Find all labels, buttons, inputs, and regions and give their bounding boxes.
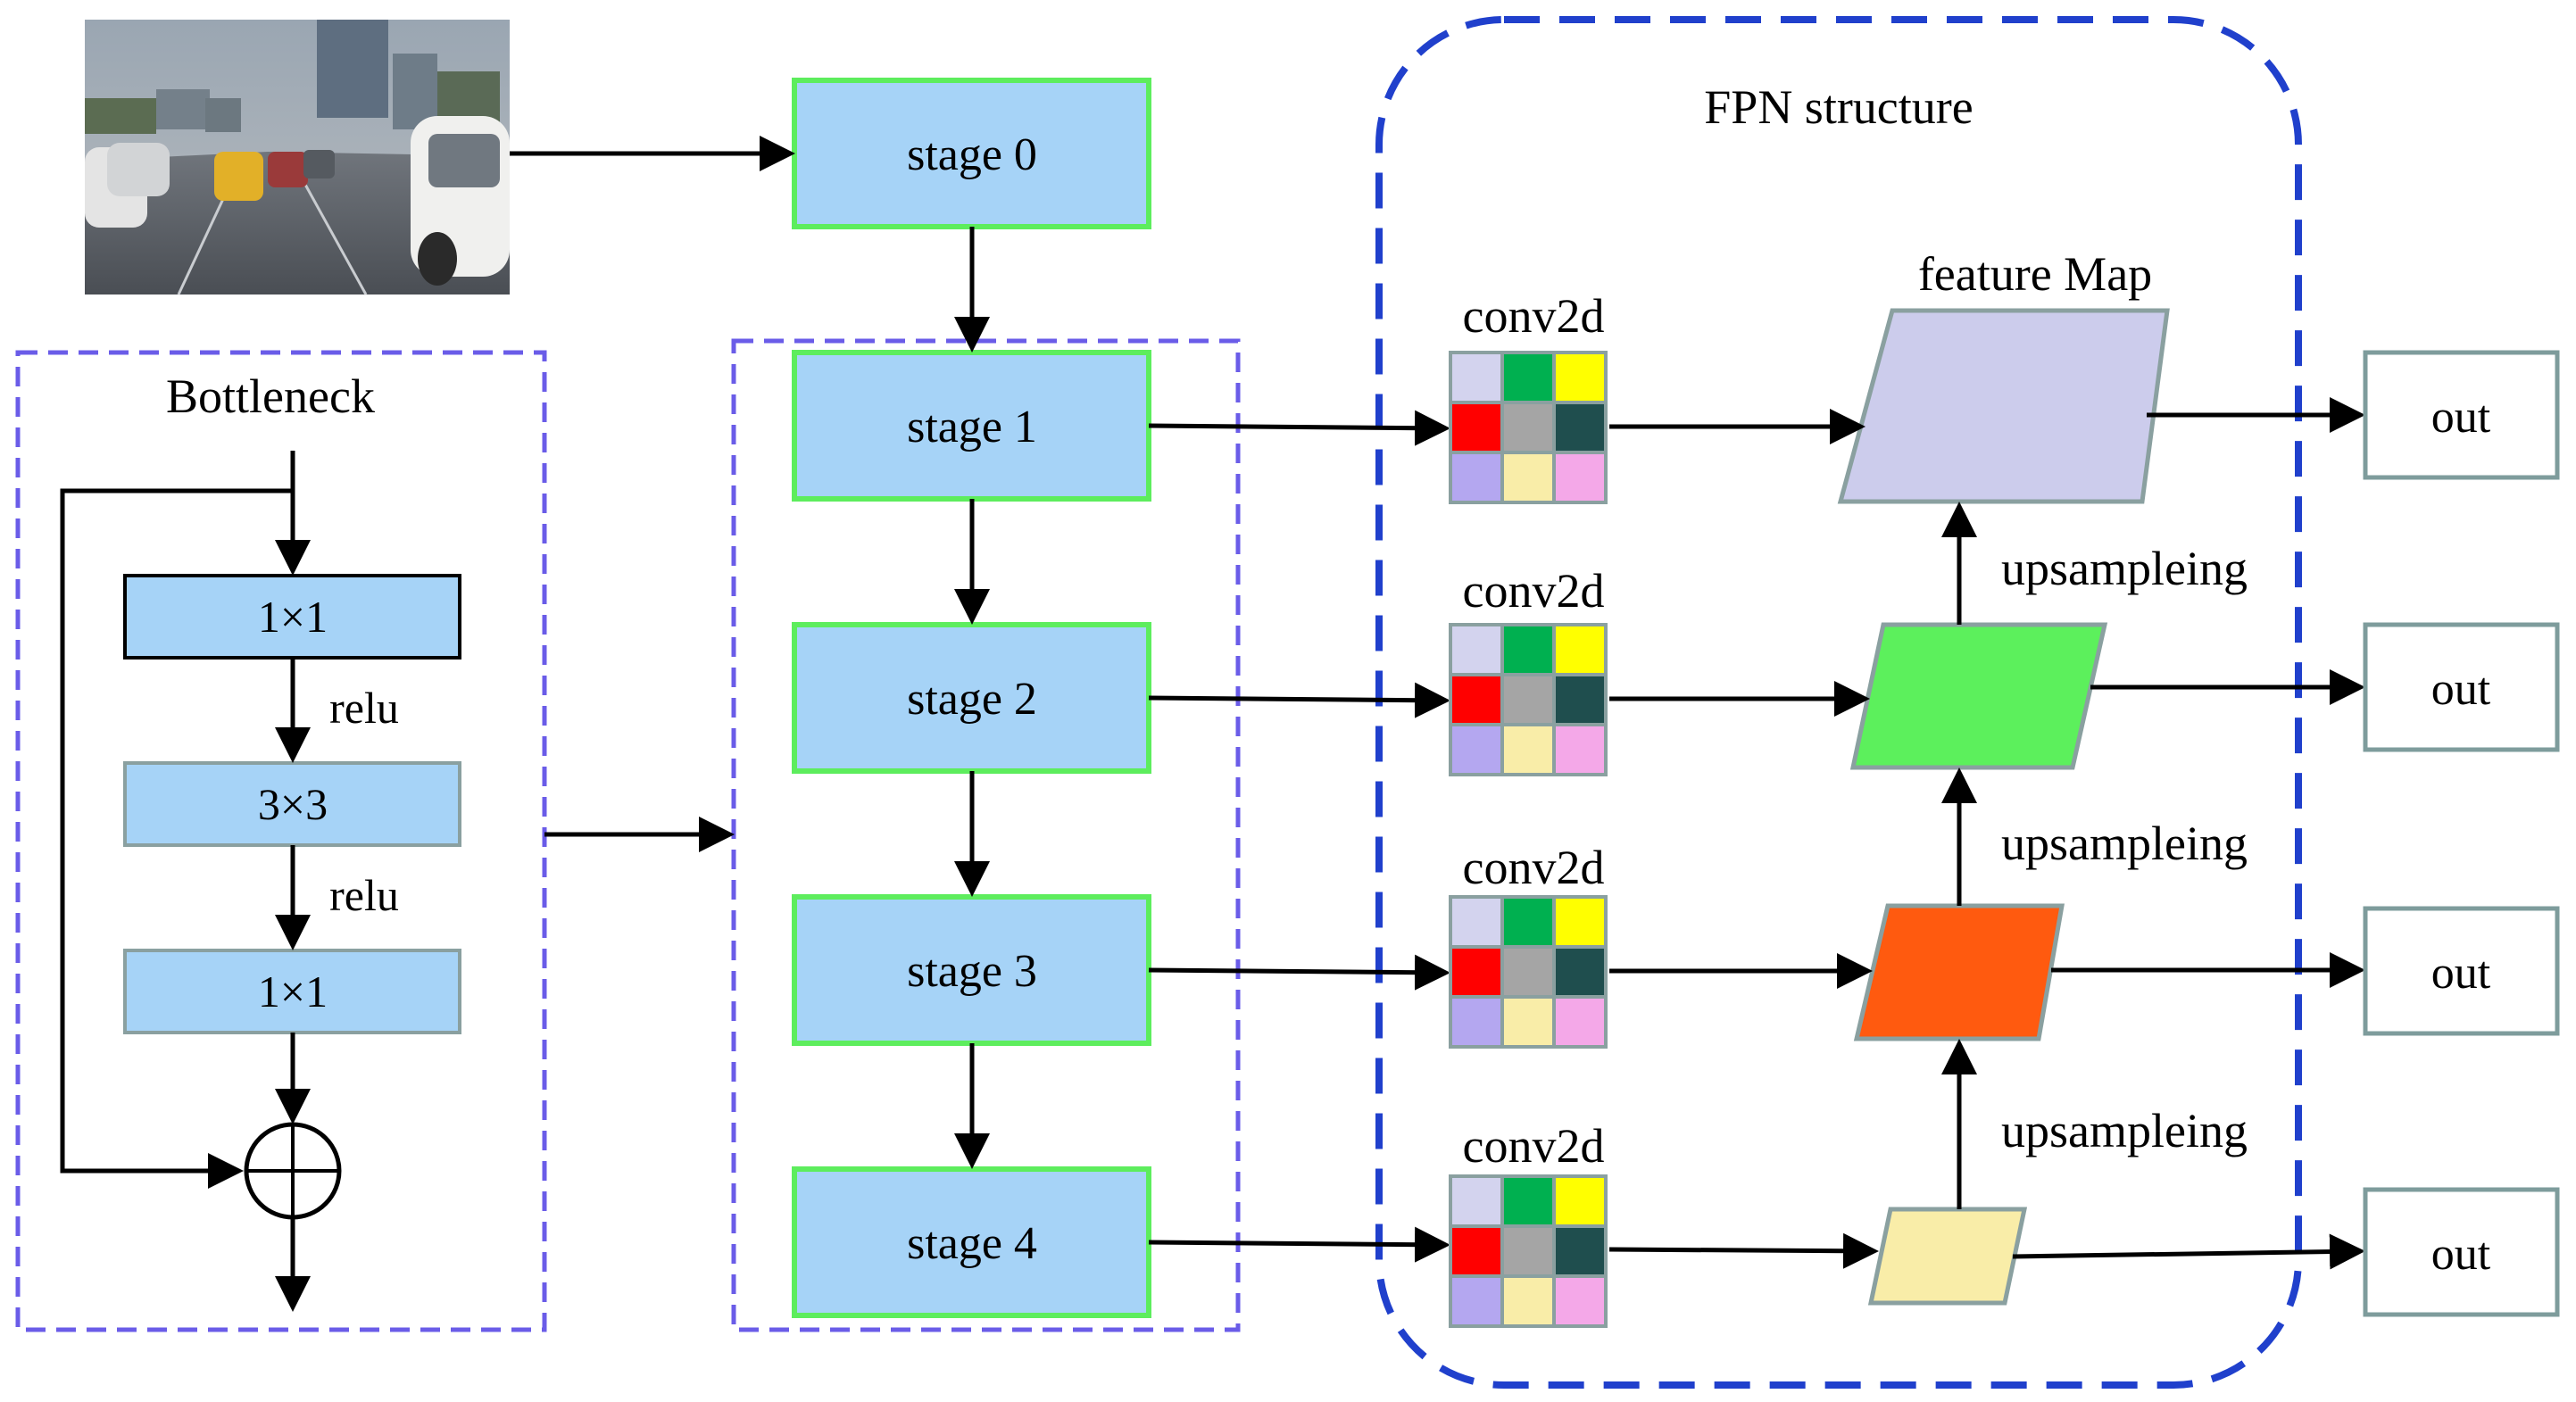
kernel-cell: [1500, 1274, 1556, 1328]
stage-1-box: stage 1: [792, 350, 1151, 502]
stage4-to-conv-arrow: [1148, 1226, 1450, 1263]
kernel-cell: [1449, 945, 1504, 999]
stage-3-label: stage 3: [907, 946, 1037, 997]
kernel-cell: [1449, 895, 1504, 949]
kernel-cell: [1449, 1174, 1504, 1228]
kernel-cell: [1552, 895, 1608, 949]
conv-to-feature-arrow-4: [1608, 1232, 1879, 1269]
kernel-cell: [1552, 673, 1608, 726]
conv2d-label: conv2d: [1463, 841, 1605, 894]
bottleneck-container: [15, 350, 547, 1332]
stage-0-label: stage 0: [907, 129, 1037, 180]
conv2d-kernel-grid: [1449, 895, 1608, 1049]
kernel-cell: [1552, 351, 1608, 404]
kernel-cell: [1449, 623, 1504, 676]
feature-map-level-4: [1867, 1207, 2028, 1306]
kernel-cell: [1449, 1274, 1504, 1328]
kernel-cell: [1449, 451, 1504, 504]
conv2d-label: conv2d: [1463, 1119, 1605, 1173]
kernel-cell: [1449, 995, 1504, 1049]
bottleneck-block-3x3: 3×3: [123, 761, 461, 847]
relu-label-1: relu: [329, 683, 399, 733]
conv2d-label: conv2d: [1463, 289, 1605, 343]
feature-map-level-2: [1849, 622, 2108, 770]
kernel-cell: [1552, 723, 1608, 776]
road-scene-photo: [85, 20, 510, 295]
bottleneck-block-label: 1×1: [258, 966, 328, 1016]
stage-2-label: stage 2: [907, 674, 1037, 725]
kernel-cell: [1449, 673, 1504, 726]
bottleneck-block-label: 1×1: [258, 592, 328, 642]
stage-4-box: stage 4: [792, 1166, 1151, 1318]
stage-3-box: stage 3: [792, 894, 1151, 1046]
feature-to-out-arrow-4: [2012, 1233, 2365, 1270]
bottleneck-block-1x1-top: 1×1: [123, 574, 461, 660]
stage-0-box: stage 0: [792, 78, 1151, 229]
kernel-cell: [1500, 1224, 1556, 1278]
kernel-cell: [1449, 1224, 1504, 1278]
out-label: out: [2431, 1229, 2491, 1280]
kernel-cell: [1449, 723, 1504, 776]
stage-1-label: stage 1: [907, 402, 1037, 452]
conv2d-kernel-grid: [1449, 1174, 1608, 1328]
stage-2-box: stage 2: [792, 622, 1151, 774]
kernel-cell: [1449, 351, 1504, 404]
conv2d-label: conv2d: [1463, 564, 1605, 618]
kernel-cell: [1500, 451, 1556, 504]
kernel-cell: [1552, 995, 1608, 1049]
feature-map-level-3: [1853, 903, 2065, 1041]
out-box-3: out: [2363, 906, 2560, 1036]
conv2d-kernel-grid: [1449, 623, 1608, 776]
kernel-cell: [1500, 995, 1556, 1049]
relu-label-2: relu: [329, 870, 399, 920]
out-label: out: [2431, 392, 2491, 443]
kernel-cell: [1449, 401, 1504, 454]
out-label: out: [2431, 664, 2491, 715]
bottleneck-block-1x1-bottom: 1×1: [123, 949, 461, 1034]
kernel-cell: [1552, 451, 1608, 504]
out-label: out: [2431, 948, 2491, 999]
out-box-1: out: [2363, 350, 2560, 480]
bottleneck-title: Bottleneck: [166, 369, 375, 423]
stage2-to-conv-arrow: [1148, 682, 1450, 718]
kernel-cell: [1500, 945, 1556, 999]
upsampling-label: upsampleing: [2001, 817, 2248, 870]
stage3-to-conv-arrow: [1148, 954, 1450, 991]
kernel-cell: [1552, 1274, 1608, 1328]
kernel-cell: [1500, 623, 1556, 676]
stage1-to-conv-arrow: [1148, 410, 1450, 446]
plus-circle-icon: [244, 1122, 342, 1220]
conv2d-kernel-grid: [1449, 351, 1608, 504]
out-box-2: out: [2363, 622, 2560, 752]
kernel-cell: [1500, 895, 1556, 949]
kernel-cell: [1552, 945, 1608, 999]
kernel-cell: [1552, 623, 1608, 676]
upsampling-label: upsampleing: [2001, 1104, 2248, 1157]
bottleneck-skip-connection: [60, 488, 293, 1189]
stage-4-label: stage 4: [907, 1218, 1037, 1269]
kernel-cell: [1552, 401, 1608, 454]
feature-map-level-1: [1837, 308, 2170, 504]
conv2d-kernels: [1449, 351, 1608, 1328]
kernel-cell: [1552, 1224, 1608, 1278]
kernel-cell: [1500, 673, 1556, 726]
kernel-cell: [1500, 723, 1556, 776]
bottleneck-block-label: 3×3: [258, 779, 328, 829]
out-box-4: out: [2363, 1187, 2560, 1317]
fpn-container: [1375, 16, 2302, 1389]
feature-map-label: feature Map: [1918, 247, 2152, 301]
fpn-title: FPN structure: [1704, 80, 1973, 134]
kernel-cell: [1552, 1174, 1608, 1228]
kernel-cell: [1500, 401, 1556, 454]
kernel-cell: [1500, 1174, 1556, 1228]
upsampling-label: upsampleing: [2001, 542, 2248, 595]
kernel-cell: [1500, 351, 1556, 404]
